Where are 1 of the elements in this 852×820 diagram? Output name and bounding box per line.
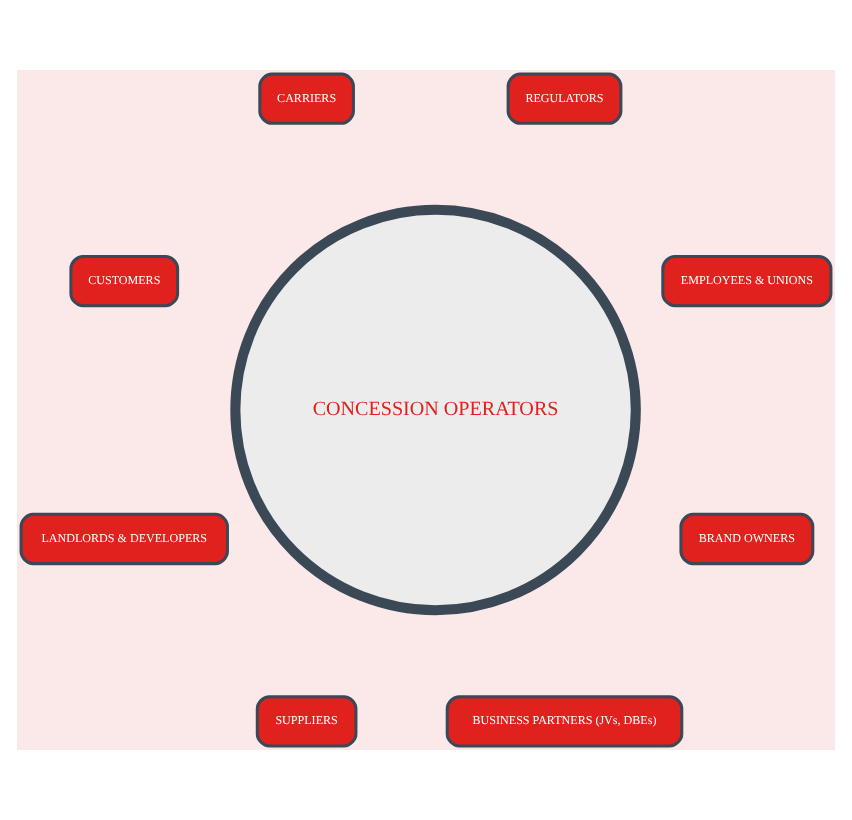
node-circle: CONCESSION OPERATORS [230, 204, 641, 616]
